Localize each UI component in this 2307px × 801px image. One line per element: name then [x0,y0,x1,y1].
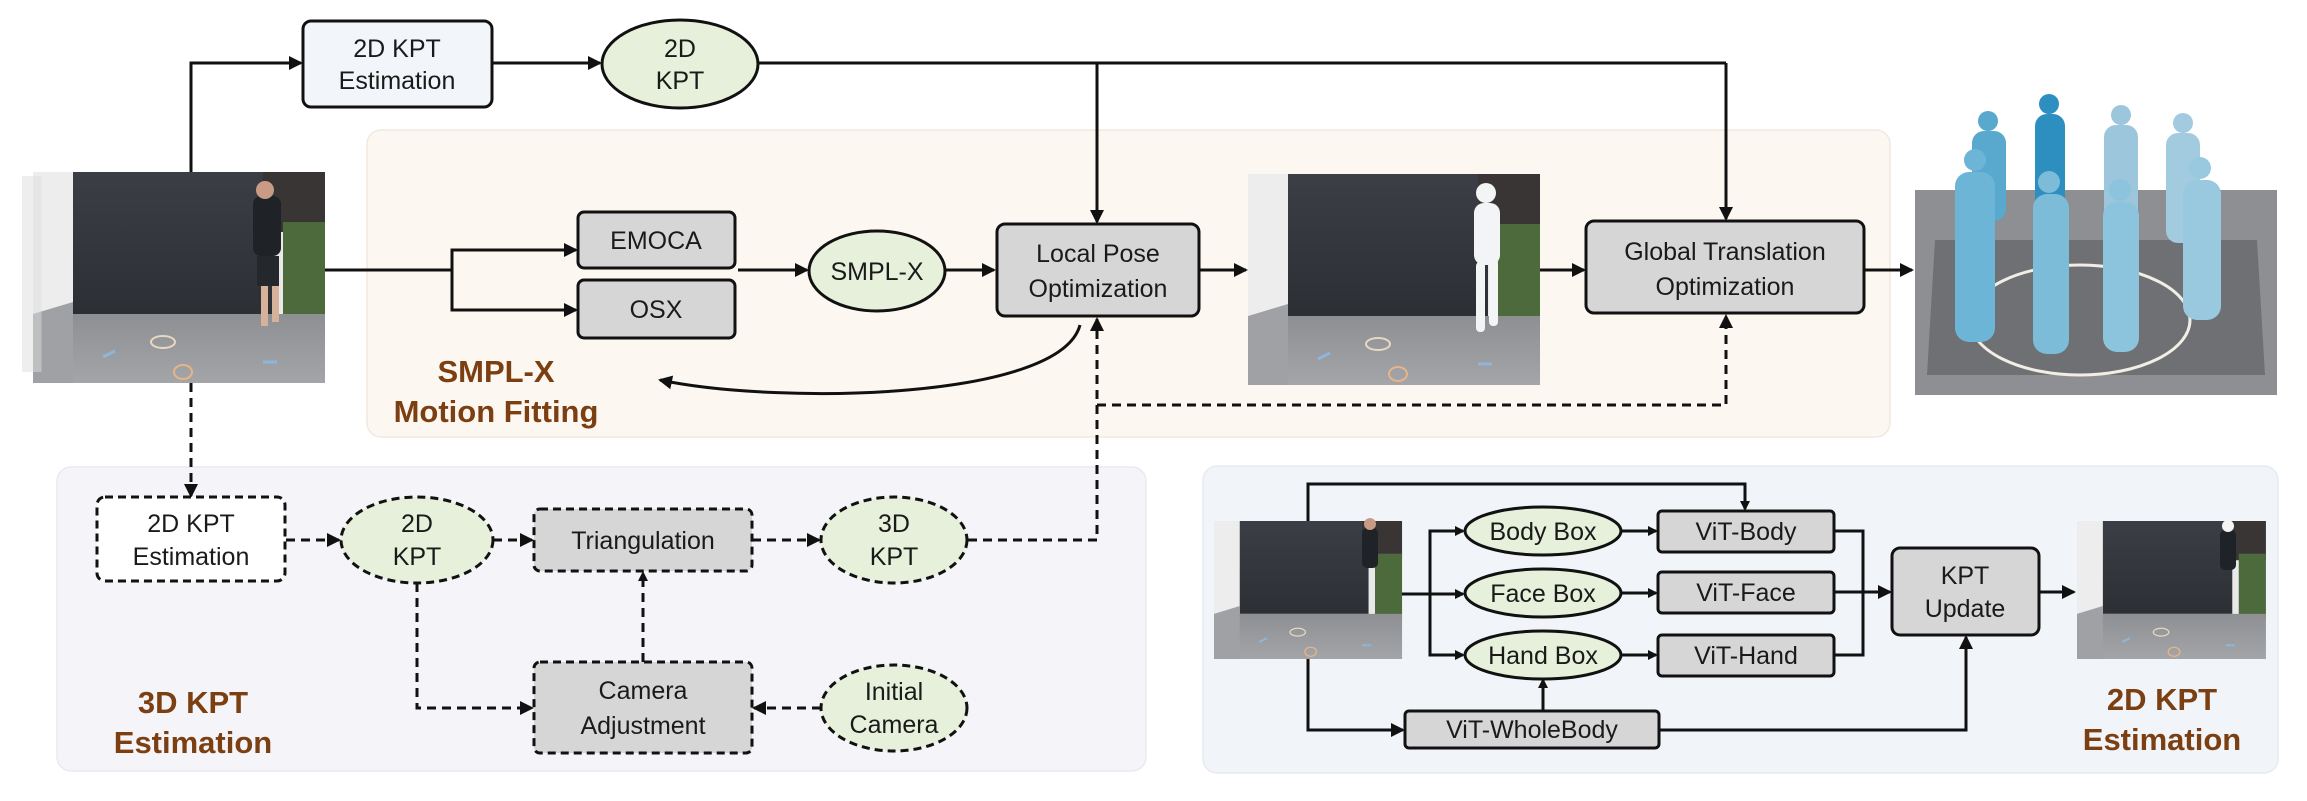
mesh-figure [2033,171,2069,354]
node-label: ViT-Face [1696,579,1796,607]
line-frame-top-branch [1306,482,1750,521]
node-label: Estimation [339,67,456,95]
vit-wholebody-box: ViT-WholeBody [1403,709,1661,750]
initial-camera-ellipse: Initial Camera [819,663,969,753]
node-label: 2D KPT [2107,682,2217,717]
kpt-update-box: KPT Update [1890,546,2041,637]
node-label: 2D KPT [147,510,235,538]
node-label: SMPL-X [437,354,554,389]
arrow-input-to-2dkpt-est [189,56,303,172]
arrow-to-body-box [1428,526,1465,594]
node-label: 2D [401,510,433,538]
node-label: OSX [630,296,683,324]
face-box-ellipse: Face Box [1463,567,1623,619]
arrow-to-osx [450,270,578,317]
node-label: Hand Box [1488,642,1598,670]
white-mesh-figure [1474,183,1500,332]
node-label: Global Translation [1624,238,1826,266]
node-label: KPT [393,543,442,571]
mesh-figure [2103,179,2139,352]
arrow-3dkpt-to-local-pose [968,317,1104,542]
node-label: 2D KPT [353,35,441,63]
top-2d-kpt-ellipse: 2D KPT [600,18,760,110]
3d-kpt-ellipse: 3D KPT [819,495,969,585]
node-label: Body Box [1489,518,1597,546]
node-label: Motion Fitting [394,394,599,429]
input-video-frames [22,170,327,385]
top-2d-kpt-estimation-box: 2D KPT Estimation [301,19,494,109]
node-label: Adjustment [580,712,705,740]
connectors-solid [189,56,2076,737]
osx-box: OSX [576,278,737,340]
arrow-wholebody-to-kpt-update [1659,635,1973,732]
node-label: Camera [599,677,688,705]
smplx-panel-title: SMPL-X Motion Fitting [394,354,599,429]
node-label: KPT [656,67,705,95]
node-label: Estimation [133,543,250,571]
vit-hand-box: ViT-Hand [1656,633,1836,678]
node-label: KPT [870,543,919,571]
hand-box-ellipse: Hand Box [1463,629,1623,681]
node-label: EMOCA [610,227,702,255]
node-label: Update [1925,595,2006,623]
arrow-local-pose-feedback-to-osx [658,324,1082,395]
triangulation-box: Triangulation [532,507,754,573]
node-label: Triangulation [571,527,715,555]
node-label: Estimation [2083,722,2241,757]
node-label: Camera [850,711,939,739]
node-label: Initial [865,678,923,706]
emoca-box: EMOCA [576,210,737,270]
node-label: 3D [878,510,910,538]
node-label: ViT-WholeBody [1446,716,1618,744]
arrow-frame-to-wholebody [1306,659,1405,737]
camera-adjustment-box: Camera Adjustment [532,660,754,755]
connectors-dashed [184,314,1733,715]
node-label: 2D [664,35,696,63]
smplx-fitted-frames [1246,172,1542,387]
vit-body-box: ViT-Body [1656,509,1836,554]
global-translation-optimization-box: Global Translation Optimization [1584,219,1866,315]
dashed-2d-kpt-estimation-box: 2D KPT Estimation [95,495,287,583]
mesh-figure [1955,149,1995,342]
dashed-2d-kpt-ellipse: 2D KPT [339,495,495,585]
arrow-to-emoca [450,243,578,270]
smplx-ellipse: SMPL-X [807,229,947,313]
person-figure [253,181,281,326]
node-label: SMPL-X [830,258,923,286]
3d-kpt-panel-title: 3D KPT Estimation [114,685,272,760]
multi-frame-3d-mesh-render [1915,94,2277,395]
vit-face-box: ViT-Face [1656,570,1836,615]
2d-kpt-estimation-panel [1202,465,2279,774]
node-label: Face Box [1490,580,1596,608]
body-box-ellipse: Body Box [1463,505,1623,557]
node-label: Optimization [1656,273,1795,301]
2d-kpt-panel-title: 2D KPT Estimation [2083,682,2241,757]
node-label: 3D KPT [138,685,248,720]
kpt-input-frame [1213,518,1404,660]
node-label: ViT-Body [1696,518,1797,546]
arrow-to-hand-box [1428,594,1465,660]
node-label: KPT [1941,562,1990,590]
mesh-figure [2183,157,2221,320]
arrow-2dkpt-to-camera-adj [415,583,534,715]
node-label: Optimization [1029,275,1168,303]
local-pose-optimization-box: Local Pose Optimization [995,222,1201,318]
node-label: Local Pose [1036,240,1160,268]
kpt-output-frame [2076,520,2267,660]
node-label: ViT-Hand [1694,642,1798,670]
node-label: Estimation [114,725,272,760]
